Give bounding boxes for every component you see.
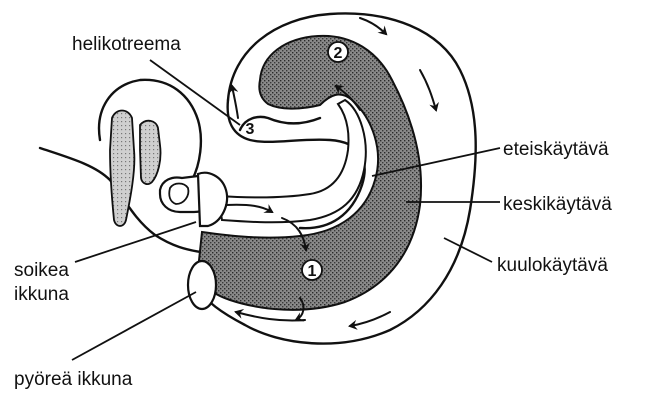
leader-helicotrema bbox=[150, 60, 240, 125]
marker-3: 3 bbox=[246, 121, 255, 138]
label-oval-window-line1: soikea bbox=[14, 260, 69, 281]
marker-3-text: 3 bbox=[246, 121, 255, 138]
marker-2: 2 bbox=[328, 42, 348, 62]
label-scala-media: keskikäytävä bbox=[503, 194, 612, 215]
marker-2-text: 2 bbox=[334, 45, 343, 62]
malleus-bone bbox=[140, 121, 161, 184]
arrow-round-window bbox=[236, 312, 305, 321]
leader-round-window bbox=[72, 292, 196, 360]
arrow-3-up bbox=[232, 86, 238, 118]
leader-oval-window bbox=[75, 222, 196, 262]
label-scala-tympani: kuulokäytävä bbox=[497, 255, 608, 276]
label-scala-vestibuli: eteiskäytävä bbox=[503, 139, 609, 160]
label-round-window: pyöreä ikkuna bbox=[14, 369, 133, 390]
arrow-top bbox=[360, 18, 386, 34]
marker-1: 1 bbox=[302, 260, 322, 280]
leader-tympani bbox=[444, 238, 492, 262]
arrow-bottom-left bbox=[350, 312, 390, 326]
marker-1-text: 1 bbox=[308, 263, 317, 280]
round-window bbox=[188, 261, 216, 309]
label-oval-window-line2: ikkuna bbox=[14, 284, 69, 305]
label-helicotrema: helikotreema bbox=[72, 34, 181, 55]
arrow-right-down bbox=[420, 70, 436, 110]
